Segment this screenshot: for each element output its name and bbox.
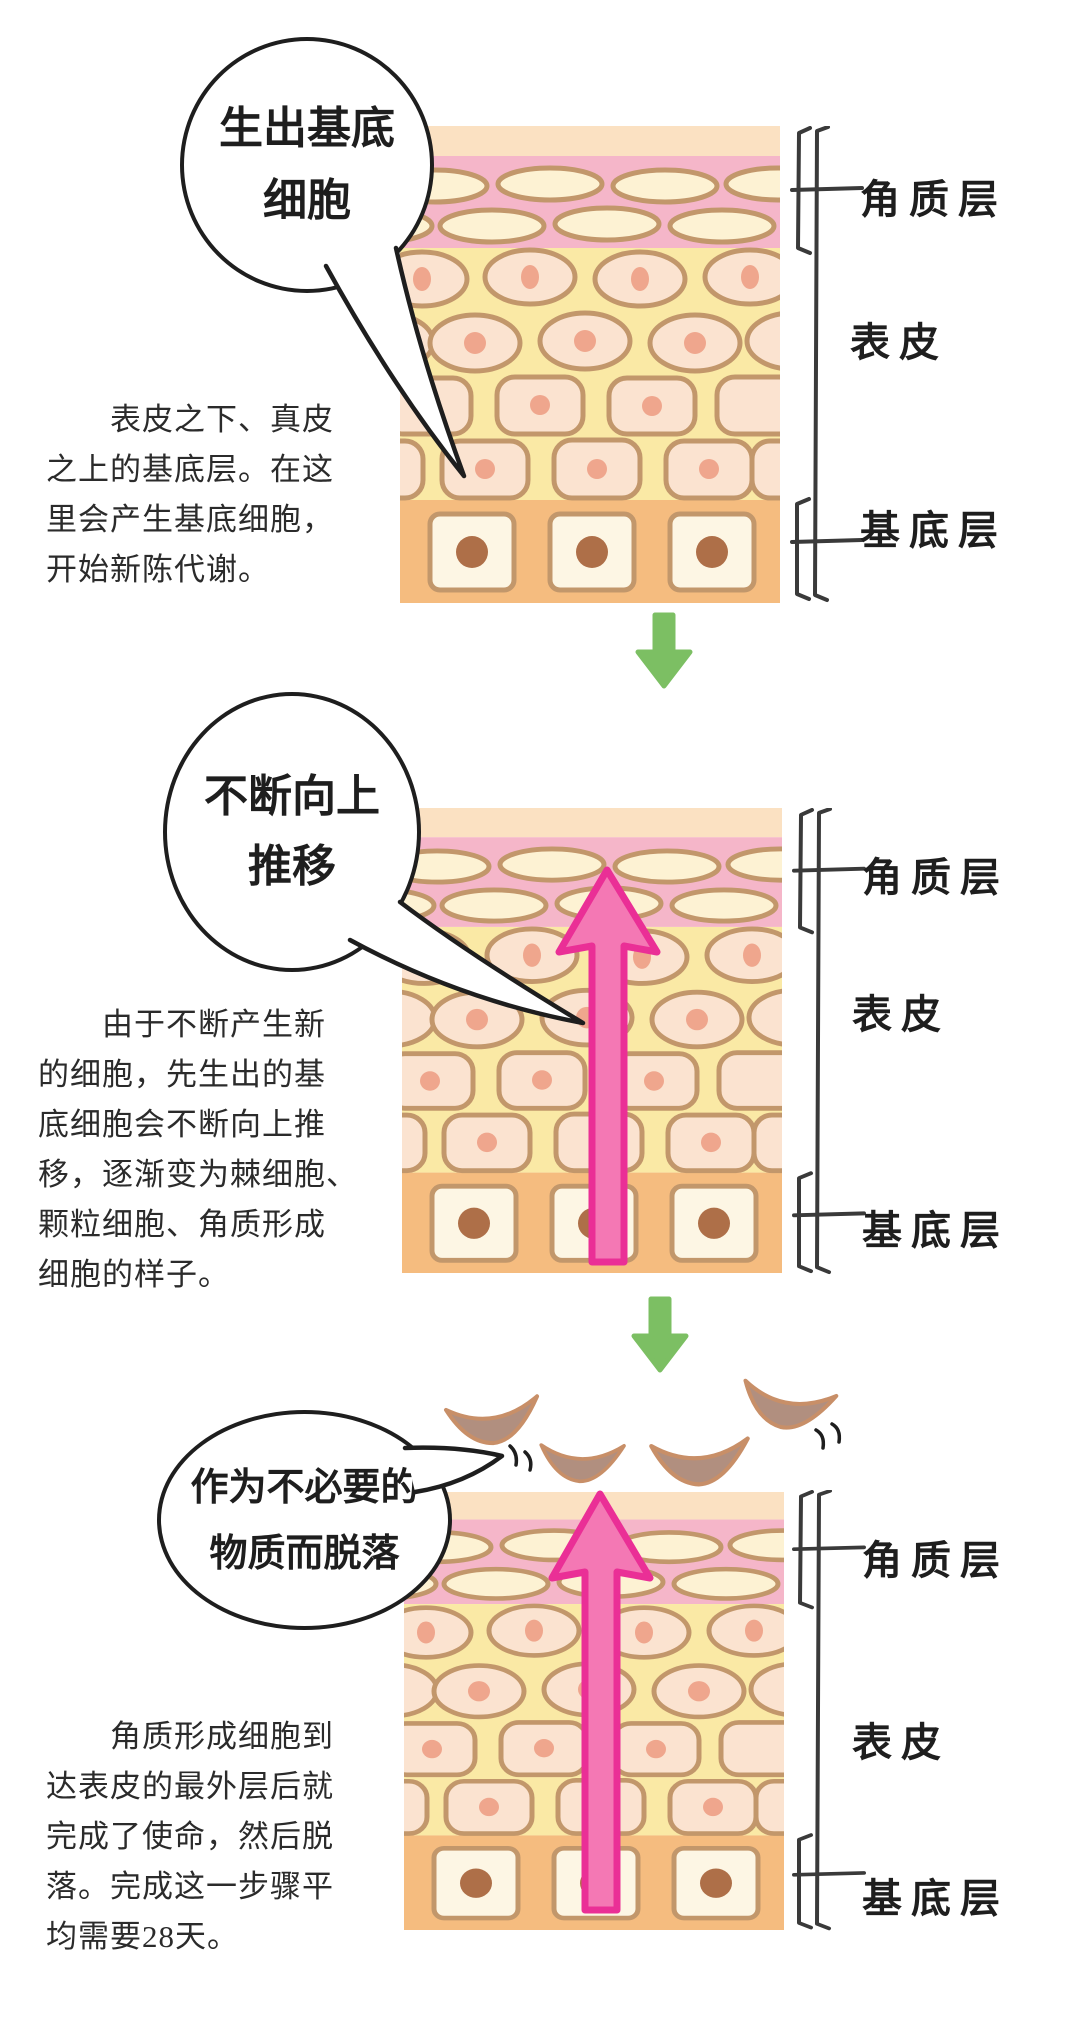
layer-label-basal-3: 基底层 [862, 1876, 1009, 1922]
down-arrow-icon [634, 1299, 686, 1370]
layer-label-corneum-2: 角质层 [862, 855, 1009, 901]
skin-illustration-3 [404, 1492, 784, 1930]
flake-icon [735, 1374, 839, 1439]
layer-bracket-2 [792, 808, 866, 1275]
layer-label-epidermis-3: 表皮 [852, 1720, 950, 1766]
flake-icon [651, 1439, 749, 1486]
layer-label-basal-2: 基底层 [862, 1208, 1009, 1254]
speech-bubble-1-text: 生出基底 细胞 [219, 103, 395, 226]
speech-bubble-1: 生出基底 细胞 [180, 37, 434, 293]
motion-marks [508, 1422, 842, 1472]
caption-step-1: 表皮之下、真皮 之上的基底层。在这 里会产生基底细胞， 开始新陈代谢。 [46, 402, 334, 587]
layer-label-epidermis-1: 表皮 [850, 320, 948, 366]
layer-label-corneum-3: 角质层 [862, 1538, 1009, 1584]
layer-label-corneum-1: 角质层 [860, 177, 1007, 223]
caption-step-3: 角质形成细胞到 达表皮的最外层后就 完成了使命，然后脱 落。完成这一步骤平 均需… [46, 1719, 334, 1954]
skin-illustration-1 [400, 126, 780, 603]
speech-bubble-2-text: 不断向上 推移 [204, 771, 380, 892]
skin-illustration-2 [402, 808, 782, 1273]
layer-label-epidermis-2: 表皮 [852, 992, 950, 1038]
flake-icon [537, 1439, 626, 1486]
speech-bubble-3-text: 作为不必要的 物质而脱落 [190, 1465, 419, 1575]
flake-icon [443, 1394, 544, 1450]
layer-label-basal-1: 基底层 [860, 508, 1007, 554]
speech-bubble-2: 不断向上 推移 [163, 692, 421, 972]
down-arrow-icon [638, 615, 690, 686]
speech-bubble-3: 作为不必要的 物质而脱落 [157, 1410, 452, 1630]
caption-step-2: 由于不断产生新 的细胞，先生出的基 底细胞会不断向上推 移，逐渐变为棘细胞、 颗… [38, 1007, 358, 1292]
